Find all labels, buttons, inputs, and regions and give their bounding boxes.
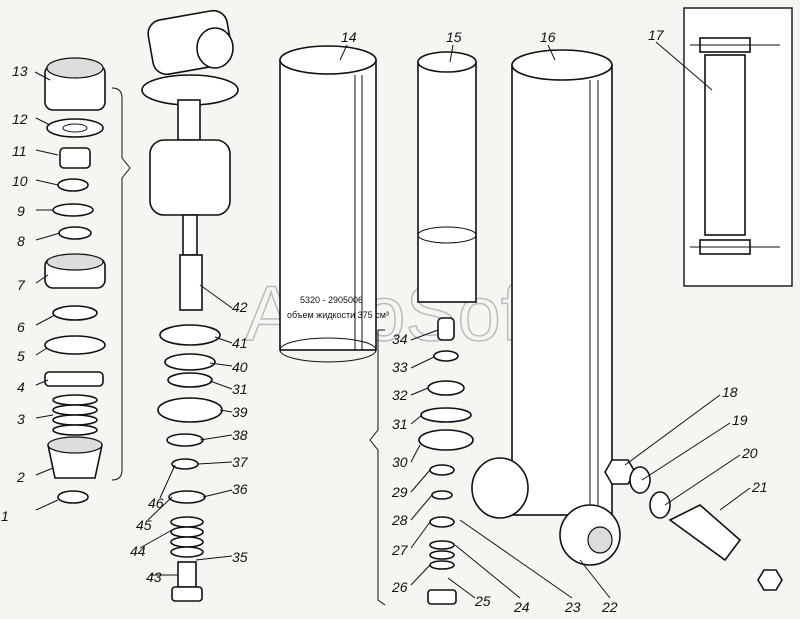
- label-31-left: 31: [232, 381, 248, 397]
- label-19: 19: [732, 412, 748, 428]
- label-18: 18: [722, 384, 738, 400]
- label-10: 10: [12, 173, 28, 189]
- label-37: 37: [232, 454, 249, 470]
- left-valve-stack: [44, 57, 131, 504]
- label-29: 29: [391, 484, 408, 500]
- label-31-right: 31: [392, 416, 408, 432]
- label-25: 25: [474, 593, 491, 609]
- label-21: 21: [751, 479, 768, 495]
- label-34: 34: [392, 331, 408, 347]
- label-27: 27: [391, 542, 409, 558]
- label-2: 2: [16, 469, 25, 485]
- label-28: 28: [391, 512, 408, 528]
- label-23: 23: [564, 599, 581, 615]
- label-45: 45: [136, 517, 152, 533]
- outer-tube: [471, 49, 621, 566]
- assembled-view-inset: [683, 7, 793, 287]
- label-32: 32: [392, 387, 408, 403]
- label-12: 12: [12, 111, 28, 127]
- label-20: 20: [741, 445, 758, 461]
- label-38: 38: [232, 427, 248, 443]
- label-1: 1: [1, 508, 9, 524]
- label-22: 22: [601, 599, 618, 615]
- label-24: 24: [513, 599, 530, 615]
- label-3: 3: [17, 411, 25, 427]
- label-26: 26: [391, 579, 408, 595]
- label-30: 30: [392, 454, 408, 470]
- label-43: 43: [146, 569, 162, 585]
- label-39: 39: [232, 404, 248, 420]
- label-41: 41: [232, 335, 248, 351]
- cylinder-fluid-volume: объем жидкости 375 см³: [287, 310, 389, 320]
- working-cylinder: [417, 51, 477, 303]
- label-7: 7: [17, 277, 26, 293]
- label-36: 36: [232, 481, 248, 497]
- part-labels: 1 2 3 4 5 6 7 8 9 10 11 12 13 14 15 16 1…: [1, 27, 768, 615]
- label-11: 11: [12, 143, 27, 159]
- label-8: 8: [17, 233, 25, 249]
- label-13: 13: [12, 63, 28, 79]
- label-35: 35: [232, 549, 248, 565]
- label-16: 16: [540, 29, 556, 45]
- label-6: 6: [17, 319, 25, 335]
- label-17: 17: [648, 27, 665, 43]
- label-9: 9: [17, 203, 25, 219]
- label-5: 5: [17, 348, 25, 364]
- piston-rod-assembly: [141, 9, 239, 602]
- label-4: 4: [17, 379, 25, 395]
- leader-lines: [34, 41, 751, 599]
- label-14: 14: [341, 29, 357, 45]
- base-valve-stack: [369, 317, 474, 606]
- label-33: 33: [392, 359, 408, 375]
- label-42: 42: [232, 299, 248, 315]
- label-15: 15: [446, 29, 462, 45]
- label-46: 46: [148, 495, 164, 511]
- cylinder-part-number: 5320 - 2905006: [300, 295, 363, 305]
- label-40: 40: [232, 359, 248, 375]
- mounting-fittings: [604, 459, 783, 591]
- reservoir-tube: 5320 - 2905006 объем жидкости 375 см³: [279, 45, 389, 363]
- label-44: 44: [130, 543, 146, 559]
